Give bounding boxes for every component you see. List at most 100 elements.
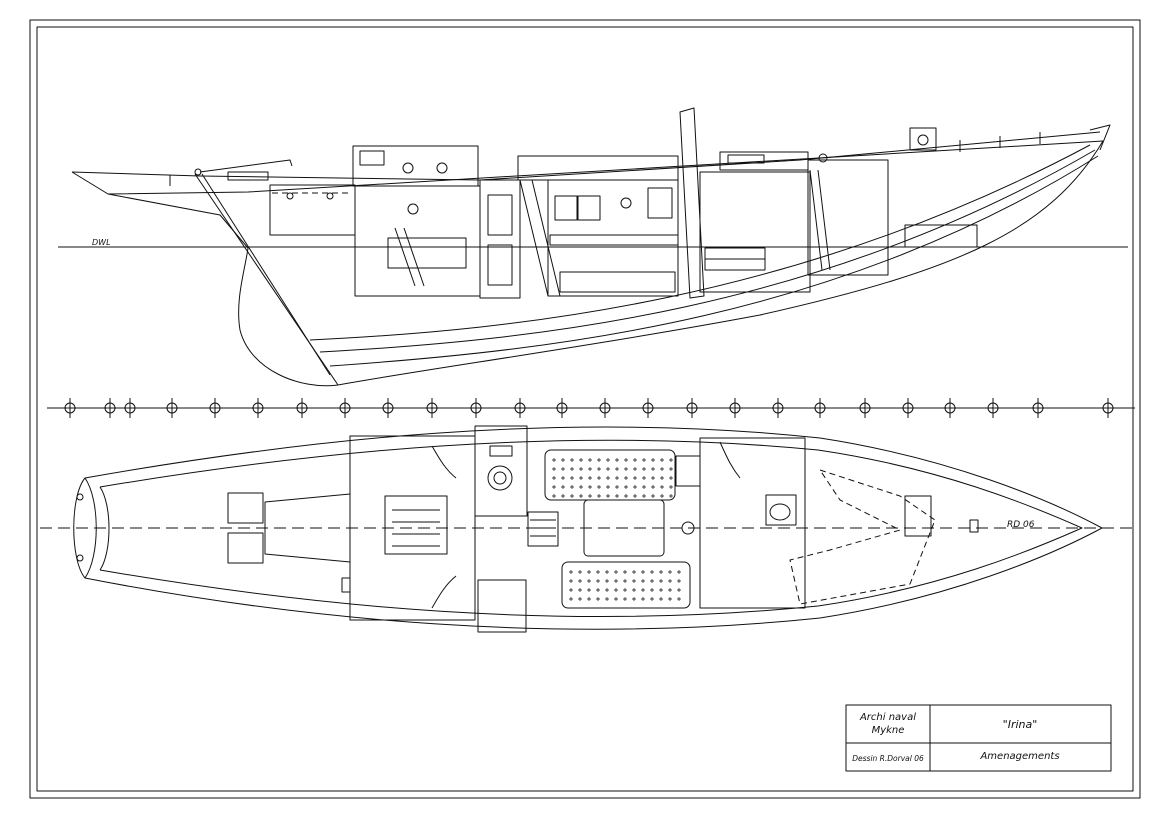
cushion-mark	[614, 579, 618, 583]
hull-plan-inner	[99, 439, 1083, 618]
cushion-mark	[605, 597, 609, 601]
cushion-mark	[660, 467, 664, 471]
cushion-mark	[579, 485, 583, 489]
cushion-mark	[632, 597, 636, 601]
transom	[84, 477, 110, 579]
plan-view: RD 06	[40, 425, 1135, 633]
doghouse-port-2	[436, 162, 448, 174]
cushion-mark	[552, 467, 556, 471]
cushion-mark	[614, 588, 618, 592]
cushion-mark	[642, 458, 646, 462]
cushion-mark	[596, 570, 600, 574]
cushion-mark	[633, 494, 637, 498]
cushion-mark	[588, 476, 592, 480]
cushion-mark	[651, 476, 655, 480]
cushion-mark	[606, 494, 610, 498]
saloon-table-plan	[583, 499, 665, 557]
cushion-mark	[615, 476, 619, 480]
cushion-mark	[578, 597, 582, 601]
cushion-mark	[578, 570, 582, 574]
wc-seat	[493, 471, 507, 485]
cushion-mark	[677, 597, 681, 601]
doghouse-port-1	[402, 162, 414, 174]
sheet-title: Amenagements	[979, 751, 1059, 762]
cushion-mark	[623, 579, 627, 583]
cushion-mark	[570, 458, 574, 462]
cushion-mark	[569, 588, 573, 592]
saloon-window-3	[647, 187, 673, 219]
cushion-mark	[642, 476, 646, 480]
fore-berth	[789, 469, 936, 605]
fwd-hatch-plan	[904, 495, 932, 537]
cushion-mark	[597, 476, 601, 480]
aft-cabin-plan	[349, 435, 476, 621]
rudder-stock-2	[201, 173, 331, 376]
cushion-mark	[623, 570, 627, 574]
galley-block	[675, 455, 701, 487]
cushion-mark	[642, 494, 646, 498]
forward-block	[699, 171, 811, 293]
fwd-cabin-plan	[699, 437, 806, 609]
cushion-mark	[606, 476, 610, 480]
outer-border	[29, 19, 1141, 799]
hull-inner-line-2	[319, 149, 1096, 353]
cushion-mark	[588, 467, 592, 471]
cushion-mark	[660, 476, 664, 480]
bow-chock	[969, 519, 979, 533]
cushion-mark	[570, 494, 574, 498]
hull-profile-outline	[71, 140, 1104, 387]
cushion-mark	[587, 570, 591, 574]
fwd-port	[818, 153, 828, 163]
aft-companion-steps	[392, 509, 440, 547]
cushion-mark	[650, 570, 654, 574]
hull-plan-outline	[73, 426, 1103, 630]
cushion-mark	[614, 597, 618, 601]
cushion-mark	[651, 467, 655, 471]
title-block-frame	[845, 704, 1112, 772]
lockers	[477, 579, 527, 633]
cushion-mark	[632, 570, 636, 574]
saloon-port	[620, 197, 632, 209]
cushion-mark	[641, 588, 645, 592]
settee-starboard	[544, 449, 676, 501]
cushion-mark	[669, 467, 673, 471]
cushion-mark	[605, 579, 609, 583]
cockpit-hatch-1	[227, 492, 264, 524]
cushion-mark	[579, 494, 583, 498]
cushion-mark	[633, 467, 637, 471]
firm-line-1: Archi naval	[859, 712, 916, 723]
hull-inner-line-3	[329, 155, 1099, 367]
cushion-mark	[633, 476, 637, 480]
cushion-mark	[669, 476, 673, 480]
mast	[679, 107, 705, 299]
title-block: Archi naval Mykne "Irina" Dessin R.Dorva…	[845, 704, 1112, 772]
aft-ladder	[394, 227, 425, 287]
windlass-drum	[917, 134, 929, 146]
settee-port	[561, 561, 691, 609]
cushion-mark	[668, 579, 672, 583]
cushion-mark	[624, 485, 628, 489]
saloon-block	[547, 179, 679, 297]
cushion-mark	[615, 467, 619, 471]
cushion-mark	[561, 476, 565, 480]
saloon-window-1	[554, 195, 578, 221]
station-line	[47, 398, 1135, 418]
cushion-mark	[597, 485, 601, 489]
waterline-label: DWL	[92, 238, 111, 247]
cushion-mark	[660, 485, 664, 489]
cushion-mark	[570, 467, 574, 471]
cushion-mark	[642, 467, 646, 471]
cushion-mark	[615, 494, 619, 498]
heads-basin	[489, 445, 513, 457]
aft-cabin-block	[354, 185, 481, 297]
cushion-mark	[578, 588, 582, 592]
cushion-mark	[633, 485, 637, 489]
aft-coaming	[227, 171, 269, 181]
aft-cabin-curtain-1	[431, 445, 457, 479]
aft-cabin-curtain-2	[431, 575, 457, 609]
galley-curtain	[719, 441, 741, 479]
bow-roller	[1089, 124, 1111, 151]
cushion-mark	[632, 588, 636, 592]
cushion-mark	[633, 458, 637, 462]
